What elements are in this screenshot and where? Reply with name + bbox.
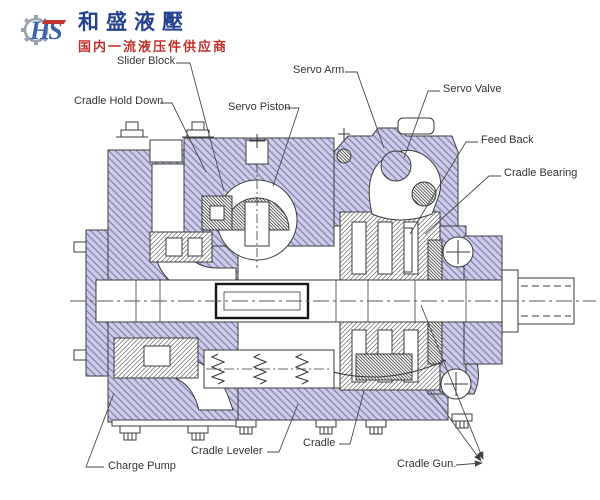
bottom-housing	[237, 387, 449, 421]
feedback-pin	[403, 227, 413, 273]
servo-arm-pivot	[411, 181, 437, 207]
pump-body	[73, 117, 575, 441]
base-plate	[111, 419, 239, 427]
label-servo-valve: Servo Valve	[443, 83, 502, 95]
cradle-pad	[355, 353, 413, 381]
label-cradle-gun: Cradle Gun.	[397, 458, 457, 470]
company-tagline: 国内一流液压件供应商	[78, 39, 229, 55]
label-cradle-leveler: Cradle Leveler	[191, 445, 263, 457]
servo-cap	[397, 117, 435, 135]
gear-icon: HS	[16, 6, 68, 56]
label-charge-pump: Charge Pump	[108, 460, 176, 472]
label-servo-arm: Servo Arm	[293, 64, 345, 76]
company-logo: HS 和盛液壓 国内一流液压件供应商	[16, 6, 228, 56]
logo-monogram: HS	[30, 16, 63, 45]
servo-valve-ball	[380, 150, 412, 182]
label-cradle-bearing: Cradle Bearing	[504, 167, 578, 179]
label-feed-back: Feed Back	[481, 134, 534, 146]
label-servo-piston: Servo Piston	[228, 101, 291, 113]
leader-lines	[85, 62, 501, 468]
label-slider-block: Slider Block	[117, 55, 176, 67]
label-cradle: Cradle	[303, 437, 336, 449]
leveler-springs	[210, 353, 310, 385]
label-cradle-hold-down: Cradle Hold Down	[74, 95, 164, 107]
company-name: 和盛液壓	[78, 9, 190, 34]
housing-notch	[149, 139, 183, 163]
